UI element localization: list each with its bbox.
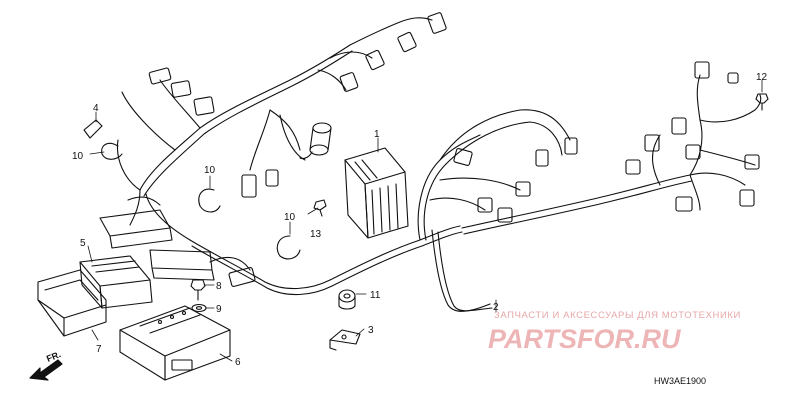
wire-harness xyxy=(116,17,762,312)
callout-12: 12 xyxy=(756,72,768,83)
regulator-rectifier xyxy=(344,147,409,239)
callout-10-c: 10 xyxy=(284,212,296,223)
callout-numbers: 1 2 3 4 5 6 7 8 9 10 10 10 11 12 13 xyxy=(72,72,768,368)
callout-1: 1 xyxy=(374,129,380,140)
sensor-cylinder xyxy=(299,122,332,160)
watermark-logo: PARTSFOR.RU xyxy=(488,324,682,354)
ecu-box-5 xyxy=(79,255,153,309)
callout-10-a: 10 xyxy=(72,151,84,162)
grommet-11 xyxy=(338,289,356,310)
callout-6: 6 xyxy=(235,357,241,368)
bracket-3 xyxy=(329,329,361,351)
callout-5: 5 xyxy=(80,238,86,249)
leader-lines xyxy=(87,79,763,362)
watermark: ЗАПЧАСТИ И АКСЕССУАРЫ ДЛЯ МОТОТЕХНИКИ PA… xyxy=(488,310,741,354)
callout-11: 11 xyxy=(370,290,381,301)
harness-connectors xyxy=(148,12,760,287)
rubber-cover-7 xyxy=(37,269,107,337)
bolt-13 xyxy=(313,199,327,217)
callout-7: 7 xyxy=(96,344,102,355)
clamp-10c xyxy=(276,235,301,260)
watermark-tagline: ЗАПЧАСТИ И АКСЕССУАРЫ ДЛЯ МОТОТЕХНИКИ xyxy=(494,310,741,321)
bolt-8 xyxy=(190,279,206,301)
callout-10-b: 10 xyxy=(204,165,216,176)
callout-3: 3 xyxy=(368,325,374,336)
bolt-12 xyxy=(755,93,769,111)
callout-4: 4 xyxy=(93,103,99,114)
clamp-10b xyxy=(198,188,221,213)
callout-8: 8 xyxy=(216,281,222,292)
harness-coupler-block xyxy=(99,196,215,281)
callout-13: 13 xyxy=(310,229,322,240)
callout-9: 9 xyxy=(216,304,222,315)
washer-9 xyxy=(191,303,207,313)
clamp-10a xyxy=(101,142,123,160)
clip-4 xyxy=(83,119,103,139)
drawing-code: HW3AE1900 xyxy=(654,376,706,386)
callout-2: 2 xyxy=(493,302,499,313)
front-direction-arrow xyxy=(29,359,63,381)
control-module-6 xyxy=(119,305,231,381)
